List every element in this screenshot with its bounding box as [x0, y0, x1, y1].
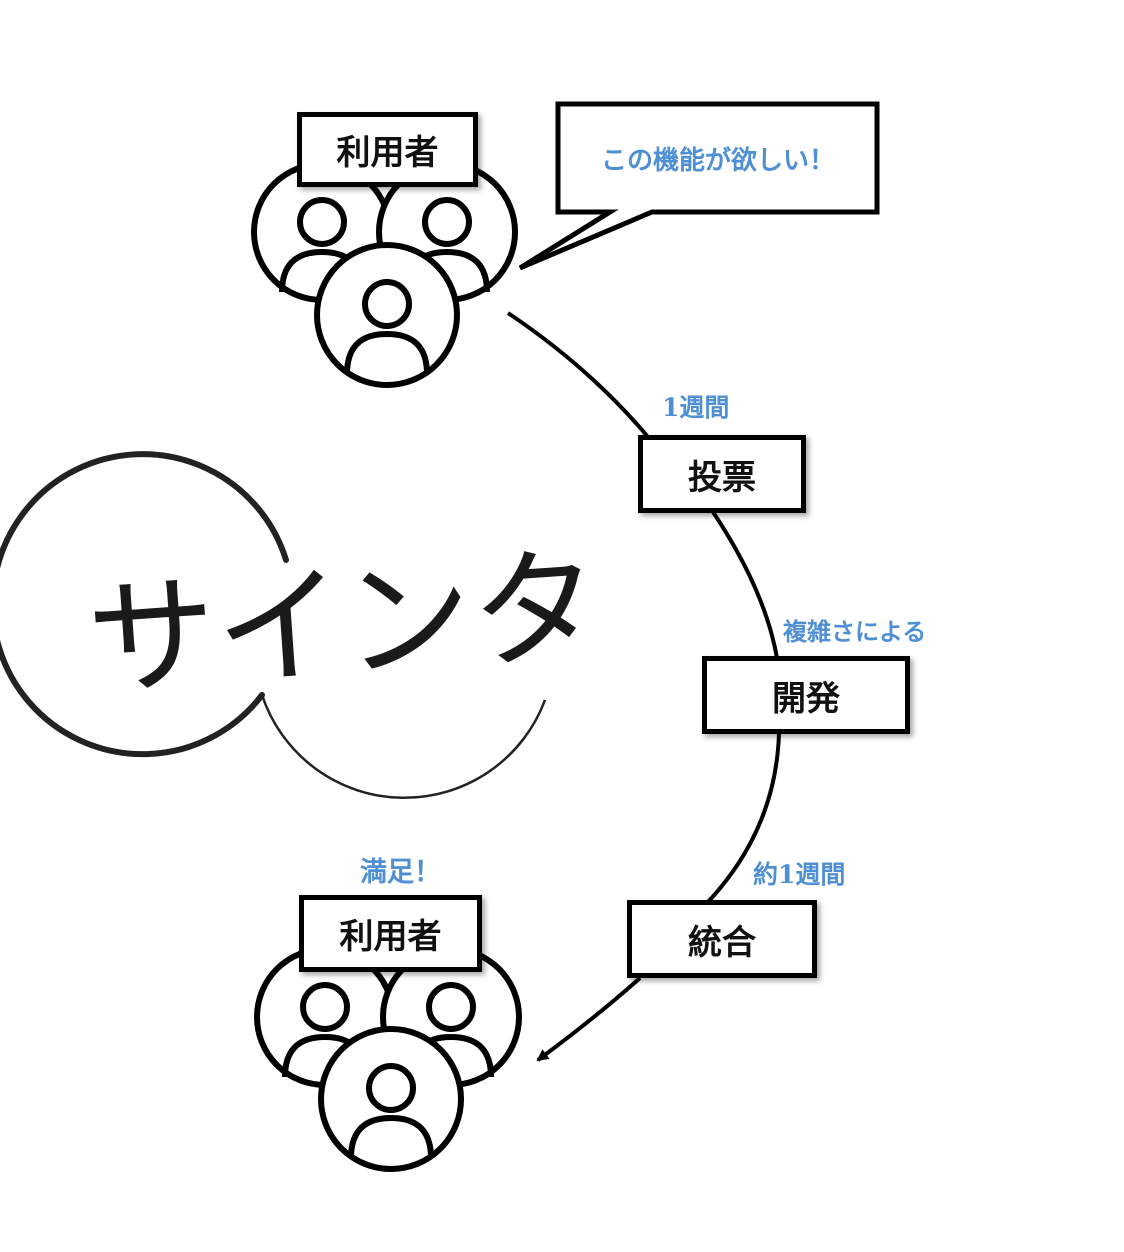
- step-vote-box: 投票: [638, 435, 806, 513]
- connector-vote-to-dev: [711, 510, 779, 659]
- speech-bubble-text: この機能が欲しい！: [600, 145, 835, 176]
- connector-users-to-vote: [506, 311, 650, 439]
- step-integrate-box: 統合: [627, 900, 817, 978]
- connector-dev-to-integrate: [705, 732, 781, 905]
- dev-duration-note: 複雑さによる: [783, 617, 927, 646]
- connector-integrate-to-users-arrow: [536, 976, 642, 1062]
- bottom-users-label: 利用者: [299, 895, 482, 972]
- integrate-duration-note: 約1週間: [753, 860, 846, 889]
- logo-mark: サインタ: [0, 451, 604, 800]
- satisfied-note: 満足！: [360, 857, 441, 888]
- bottom-user-group-icon: [254, 946, 522, 1172]
- logo-text: サインタ: [83, 532, 604, 716]
- step-dev-box: 開発: [702, 656, 910, 734]
- speech-bubble-shape: [518, 101, 880, 271]
- vote-duration-note: 1週間: [662, 393, 730, 422]
- top-user-group-icon: [251, 161, 518, 388]
- top-users-label: 利用者: [297, 112, 478, 187]
